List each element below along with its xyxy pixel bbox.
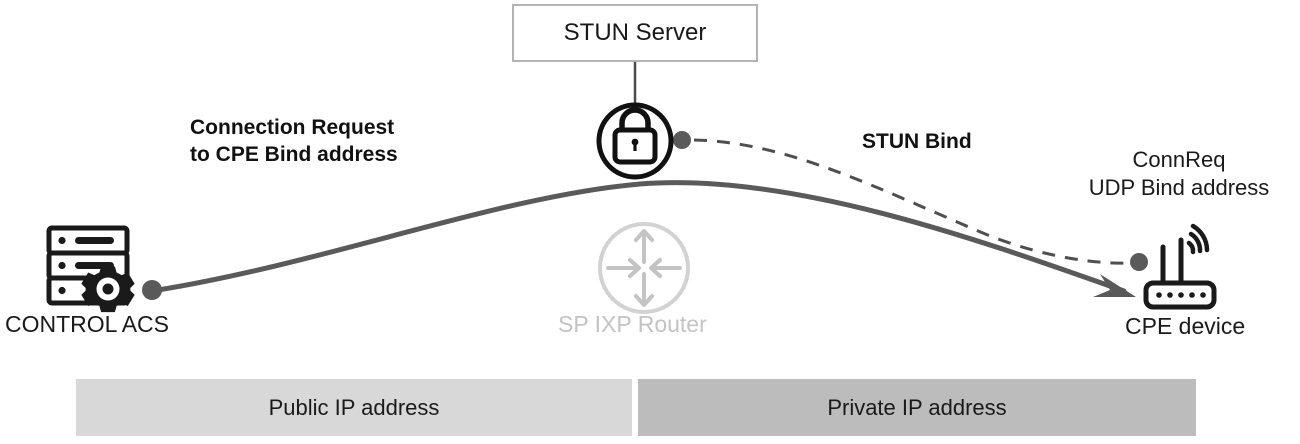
stun-bind-label-line1: STUN Bind	[862, 130, 972, 153]
control-acs-label: CONTROL ACS	[5, 311, 170, 337]
stun-bind-target-dot	[1130, 253, 1148, 271]
zone-bar-private-label: Private IP address	[827, 394, 1007, 420]
connection-request-curve	[155, 180, 1127, 294]
connreq-udp-bind-line2: UDP Bind address	[1088, 175, 1270, 201]
stun-bind-origin-dot	[673, 131, 691, 149]
stun-server-box: STUN Server	[512, 4, 758, 62]
stun-server-box-label: STUN Server	[563, 19, 707, 46]
lock-circle-icon	[596, 102, 674, 180]
router-arrows-icon	[598, 222, 690, 314]
zone-bar-private: Private IP address	[638, 379, 1196, 436]
cpe-device-label: CPE device	[1125, 313, 1246, 339]
stun-bind-label: STUN Bind	[862, 128, 972, 155]
zone-bar-public: Public IP address	[76, 379, 632, 436]
connection-request-origin-dot	[142, 280, 162, 300]
connreq-udp-bind-line1: ConnReq	[1132, 147, 1226, 172]
stun-bind-dashed-curve	[693, 138, 1131, 265]
connection-request-label-line1: Connection Request	[190, 116, 395, 139]
zone-bar-public-label: Public IP address	[268, 394, 440, 420]
connreq-udp-bind-label: ConnReq UDP Bind address	[1068, 146, 1290, 202]
sp-ixp-router-label: SP IXP Router	[558, 311, 707, 337]
connection-request-arrowhead	[1093, 274, 1136, 297]
connection-request-label-line2: to CPE Bind address	[190, 143, 398, 167]
connection-request-label: Connection Request to CPE Bind address	[190, 114, 398, 169]
server-gear-icon	[46, 225, 135, 313]
wifi-router-icon	[1143, 223, 1217, 310]
